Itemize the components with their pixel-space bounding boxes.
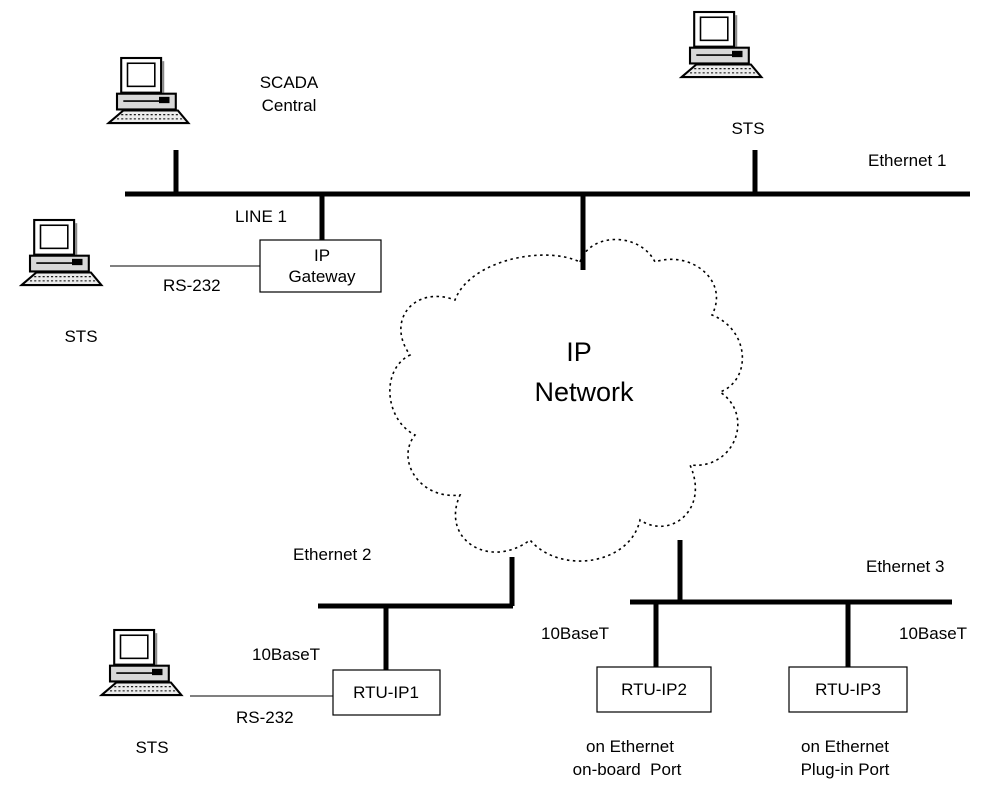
ip-network-label-1: IP (566, 337, 592, 367)
rtu-ip3-label: RTU-IP3 (815, 680, 881, 699)
rtu-ip2-box (596, 666, 712, 713)
rtu-ip2-label: RTU-IP2 (621, 680, 687, 699)
scada-central-computer-icon (107, 56, 190, 125)
ethernet-2-label: Ethernet 2 (293, 545, 371, 564)
rtu-ip1-box (332, 669, 441, 716)
ip-network-cloud (389, 238, 744, 562)
ip-gateway-label-2: Gateway (288, 267, 356, 286)
sts-top-label: STS (731, 119, 764, 138)
rtu-ip3-note-1: on Ethernet (801, 737, 889, 756)
scada-central-label-2: Central (262, 96, 317, 115)
sts-bottom-label: STS (135, 738, 168, 757)
tenbaset-rtu3-label: 10BaseT (899, 624, 967, 643)
rtu-ip2-note-1: on Ethernet (586, 737, 674, 756)
sts-left-computer-icon (20, 218, 103, 287)
rs232-gateway-label: RS-232 (163, 276, 221, 295)
scada-central-label-1: SCADA (260, 73, 319, 92)
rtu-ip3-note-2: Plug-in Port (801, 760, 890, 779)
tenbaset-rtu2-label: 10BaseT (541, 624, 609, 643)
ip-gateway-label-1: IP (314, 246, 330, 265)
rtu-ip1-label: RTU-IP1 (353, 683, 419, 702)
sts-left-label: STS (64, 327, 97, 346)
ethernet-1-label: Ethernet 1 (868, 151, 946, 170)
sts-bottom-computer-icon (100, 628, 183, 697)
tenbaset-rtu1-label: 10BaseT (252, 645, 320, 664)
ip-network-label-2: Network (534, 377, 634, 407)
rs232-rtu-label: RS-232 (236, 708, 294, 727)
rtu-ip3-box (788, 666, 908, 713)
rtu-ip2-note-2: on-board Port (573, 760, 682, 779)
line-1-label: LINE 1 (235, 207, 287, 226)
sts-top-computer-icon (680, 10, 763, 79)
ethernet-3-label: Ethernet 3 (866, 557, 944, 576)
